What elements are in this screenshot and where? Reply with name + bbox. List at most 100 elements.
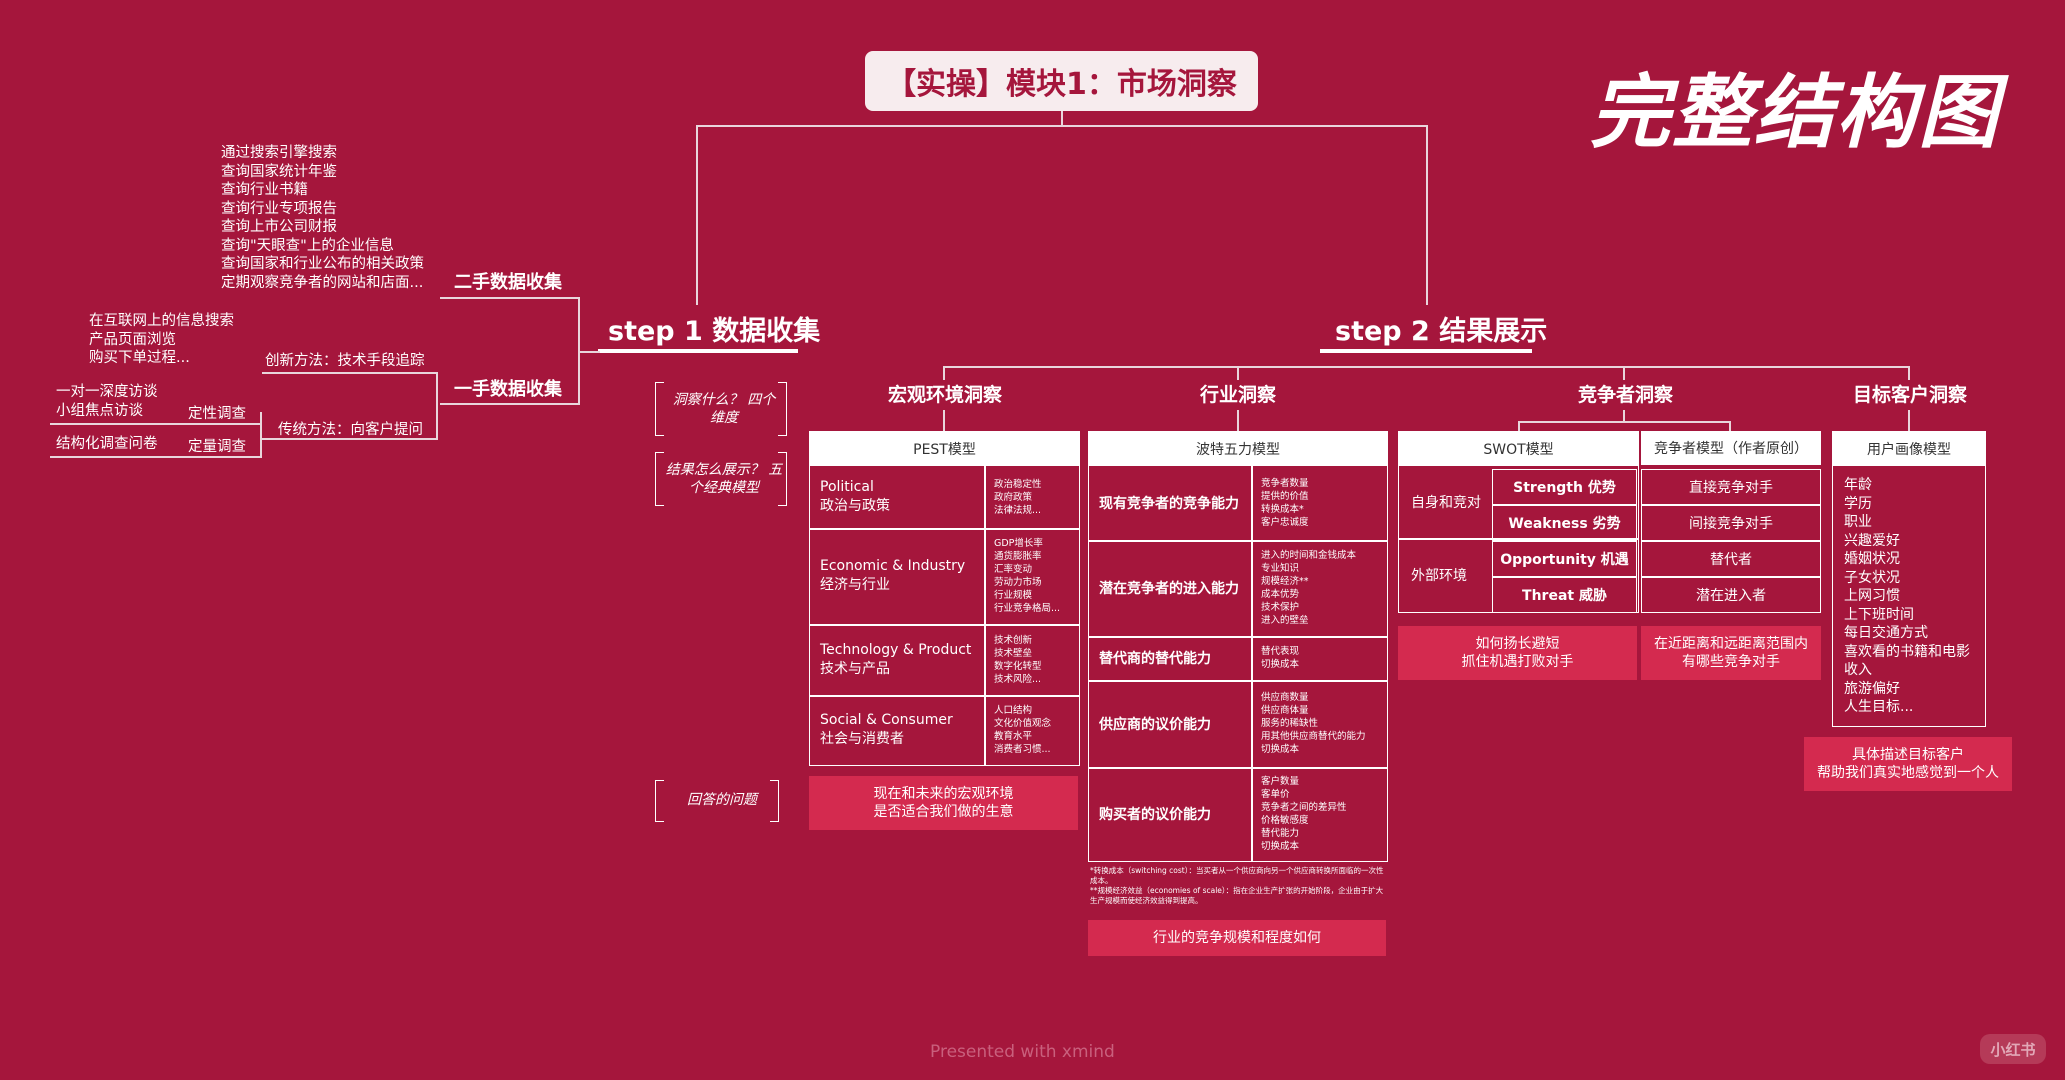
connector xyxy=(1908,410,1910,432)
pest-economic-detail: GDP增长率 通货膨胀率 汇率变动 劳动力市场 行业规模 行业竞争格局... xyxy=(994,538,1061,614)
swot-title[interactable]: SWOT模型 xyxy=(1399,432,1638,466)
swot-weakness[interactable]: Weakness 劣势 xyxy=(1492,505,1637,541)
qual-label[interactable]: 定性调查 xyxy=(188,406,246,422)
swot-opportunity[interactable]: Opportunity 机遇 xyxy=(1492,541,1637,577)
primary-label[interactable]: 一手数据收集 xyxy=(454,379,562,400)
pest-social-detail: 人口结构 文化价值观念 教育水平 消费者习惯... xyxy=(994,705,1052,755)
connector xyxy=(1908,366,1910,380)
innov-items: 在互联网上的信息搜索 产品页面浏览 购买下单过程... xyxy=(89,313,234,366)
comp-indirect[interactable]: 间接竞争对手 xyxy=(1641,505,1821,541)
persona-panel: 用户画像模型 年龄 学历 职业 兴趣爱好 婚姻状况 子女状况 上网习惯 上下班时… xyxy=(1832,431,1986,727)
pest-panel: PEST模型 Political 政治与政策 政治稳定性 政府政策 法律法规..… xyxy=(809,431,1080,766)
step1-label[interactable]: step 1 数据收集 xyxy=(608,316,821,347)
bracket-left xyxy=(655,382,664,436)
porter-existing-detail: 竞争者数量 提供的价值 转换成本* 客户忠诚度 xyxy=(1261,478,1309,528)
persona-answer[interactable]: 具体描述目标客户 帮助我们真实地感觉到一个人 xyxy=(1804,737,2012,791)
connector xyxy=(578,351,600,353)
porter-supplier[interactable]: 供应商的议价能力 xyxy=(1099,716,1211,733)
step2-underline xyxy=(1320,349,1532,353)
pest-economic[interactable]: Economic & Industry 经济与行业 xyxy=(820,558,966,593)
connector xyxy=(1623,366,1625,380)
connector xyxy=(50,456,262,458)
header-industry[interactable]: 行业洞察 xyxy=(1200,384,1277,406)
porter-footnote: *转换成本（switching cost）：当买者从一个供应商向另一个供应商转换… xyxy=(1090,866,1384,905)
swot-internal[interactable]: 自身和竞对 xyxy=(1411,495,1481,511)
swot-panel: SWOT模型 自身和竞对 外部环境 xyxy=(1398,431,1639,613)
divider xyxy=(1089,540,1387,542)
divider xyxy=(810,528,1079,530)
footer-credit: Presented with xmind xyxy=(930,1042,1115,1062)
connector xyxy=(262,372,438,374)
connector xyxy=(262,438,438,440)
innov-label[interactable]: 创新方法：技术手段追踪 xyxy=(265,353,425,369)
comp-direct[interactable]: 直接竞争对手 xyxy=(1641,469,1821,505)
watermark-logo: 小红书 xyxy=(1980,1034,2046,1064)
porter-substitute[interactable]: 替代商的替代能力 xyxy=(1099,651,1211,667)
connector xyxy=(1518,421,1520,432)
divider xyxy=(1089,636,1387,638)
persona-title[interactable]: 用户画像模型 xyxy=(1833,432,1985,466)
divider xyxy=(1089,680,1387,682)
swot-strength[interactable]: Strength 优势 xyxy=(1492,469,1637,505)
connector xyxy=(1623,410,1625,422)
comp-substitute[interactable]: 替代者 xyxy=(1641,541,1821,577)
porter-potential[interactable]: 潜在竞争者的进入能力 xyxy=(1099,581,1239,597)
compmodel-answer[interactable]: 在近距离和远距离范围内 有哪些竞争对手 xyxy=(1641,626,1821,680)
connector xyxy=(943,366,1909,368)
connector xyxy=(50,423,262,425)
pest-technology[interactable]: Technology & Product 技术与产品 xyxy=(820,641,972,677)
trad-label[interactable]: 传统方法：向客户提问 xyxy=(278,422,423,438)
porter-buyer-detail: 客户数量 客单价 竞争者之间的差异性 价格敏感度 替代能力 切换成本 xyxy=(1261,776,1347,852)
swot-answer[interactable]: 如何扬长避短 抓住机遇打败对手 xyxy=(1398,626,1637,680)
secondary-items: 通过搜索引擎搜索 查询国家统计年鉴 查询行业书籍 查询行业专项报告 查询上市公司… xyxy=(221,145,424,291)
divider xyxy=(1089,767,1387,769)
porter-existing[interactable]: 现有竞争者的竞争能力 xyxy=(1099,496,1239,512)
bracket-right xyxy=(778,452,787,506)
porter-potential-detail: 进入的时间和金钱成本 专业知识 规模经济** 成本优势 技术保护 进入的壁垒 xyxy=(1261,550,1357,626)
pest-political-detail: 政治稳定性 政府政策 法律法规... xyxy=(994,478,1042,516)
header-macro[interactable]: 宏观环境洞察 xyxy=(888,384,1003,406)
divider xyxy=(810,695,1079,697)
pest-political[interactable]: Political 政治与政策 xyxy=(820,479,890,514)
note-how[interactable]: 结果怎么展示？ 五个经典模型 xyxy=(665,462,783,496)
note-answer[interactable]: 回答的问题 xyxy=(687,792,757,808)
step2-label[interactable]: step 2 结果展示 xyxy=(1335,316,1548,347)
divider xyxy=(810,624,1079,626)
connector xyxy=(260,412,262,458)
pest-technology-detail: 技术创新 技术壁垒 数字化转型 技术风险... xyxy=(994,634,1042,685)
pest-title[interactable]: PEST模型 xyxy=(810,432,1079,466)
porter-buyer[interactable]: 购买者的议价能力 xyxy=(1099,807,1211,823)
secondary-label[interactable]: 二手数据收集 xyxy=(454,272,562,293)
connector xyxy=(578,297,580,403)
pest-social[interactable]: Social & Consumer 社会与消费者 xyxy=(820,712,953,747)
connector xyxy=(1237,366,1239,380)
swot-threat[interactable]: Threat 威胁 xyxy=(1492,577,1637,613)
comp-potential[interactable]: 潜在进入者 xyxy=(1641,577,1821,613)
note-what[interactable]: 洞察什么？ 四个维度 xyxy=(672,392,776,426)
porter-answer[interactable]: 行业的竞争规模和程度如何 xyxy=(1088,920,1386,956)
persona-items: 年龄 学历 职业 兴趣爱好 婚姻状况 子女状况 上网习惯 上下班时间 每日交通方… xyxy=(1844,477,1970,715)
porter-substitute-detail: 替代表现 切换成本 xyxy=(1261,646,1300,670)
header-competitor[interactable]: 竞争者洞察 xyxy=(1578,384,1674,406)
connector xyxy=(1237,410,1239,432)
compmodel-title[interactable]: 竞争者模型（作者原创） xyxy=(1641,431,1821,465)
connector xyxy=(436,373,438,439)
connector xyxy=(943,410,945,432)
header-customer[interactable]: 目标客户洞察 xyxy=(1853,384,1968,406)
connector xyxy=(943,366,945,380)
bracket-left xyxy=(655,452,664,506)
compmodel-panel: 竞争者模型（作者原创） xyxy=(1641,431,1821,465)
step1-underline xyxy=(598,349,798,353)
divider xyxy=(984,466,986,765)
map-title[interactable]: 【实操】模块1：市场洞察 xyxy=(865,51,1258,111)
pest-answer[interactable]: 现在和未来的宏观环境 是否适合我们做的生意 xyxy=(809,776,1078,830)
quant-items: 结构化调查问卷 xyxy=(56,436,158,452)
bracket-right xyxy=(778,382,787,436)
connector xyxy=(696,125,698,305)
bracket-right xyxy=(770,780,779,822)
big-title: 完整结构图 xyxy=(1590,66,2000,159)
swot-external[interactable]: 外部环境 xyxy=(1411,568,1467,584)
porter-title[interactable]: 波特五力模型 xyxy=(1089,432,1387,466)
bracket-left xyxy=(655,780,664,822)
quant-label[interactable]: 定量调查 xyxy=(188,439,246,455)
